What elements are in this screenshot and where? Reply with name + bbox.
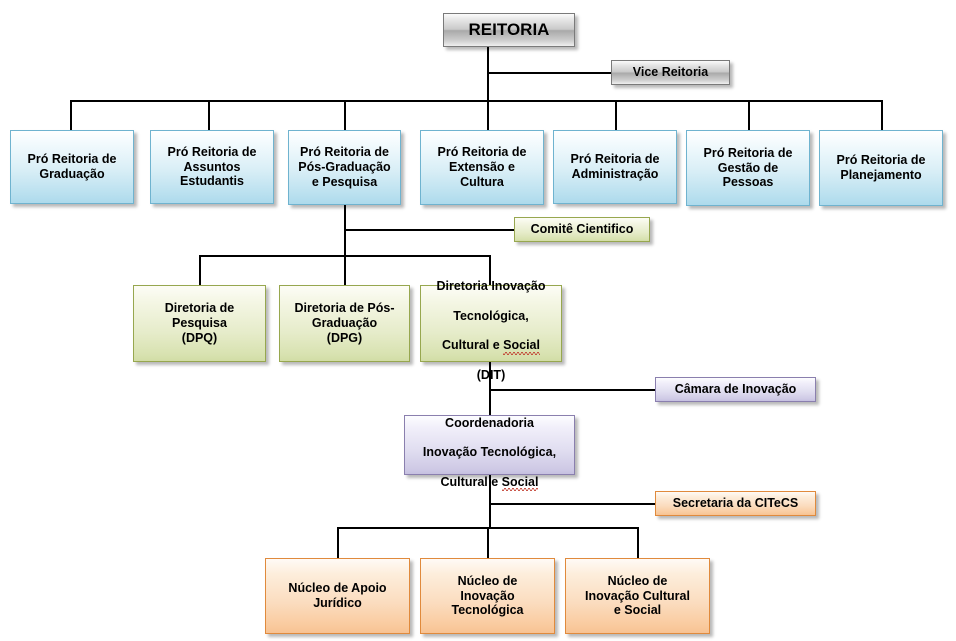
connector-comite [344, 229, 514, 231]
connector-camara [489, 389, 655, 391]
node-nucleo-inovacao-cultural-social[interactable]: Núcleo de Inovação Cultural e Social [565, 558, 710, 634]
node-reitoria[interactable]: REITORIA [443, 13, 575, 47]
connector-drop-gestao [748, 100, 750, 130]
node-nucleo-inovacao-tecnologica-label: Núcleo de Inovação Tecnológica [451, 573, 524, 618]
node-pro-reitoria-pos-graduacao-pesquisa-label: Pró Reitoria de Pós-Graduação e Pesquisa [298, 145, 391, 189]
node-pro-reitoria-extensao-cultura[interactable]: Pró Reitoria de Extensão e Cultura [420, 130, 544, 205]
node-nucleo-apoio-juridico-label: Núcleo de Apoio Jurídico [288, 581, 387, 610]
connector-drop-dpg [344, 255, 346, 285]
node-pro-reitoria-graduacao[interactable]: Pró Reitoria de Graduação [10, 130, 134, 204]
dit-misspelled-word: Social [503, 338, 540, 355]
connector-pos-stem [344, 205, 346, 285]
node-nucleo-inovacao-tecnologica[interactable]: Núcleo de Inovação Tecnológica [420, 558, 555, 634]
node-comite-cientifico-label: Comitê Cientifico [530, 222, 634, 237]
node-vice-reitoria[interactable]: Vice Reitoria [611, 60, 730, 85]
node-diretoria-inovacao-tecnologica-label: Diretoria Inovação Tecnológica, Cultural… [421, 265, 561, 383]
node-pro-reitoria-planejamento-label: Pró Reitoria de Planejamento [836, 153, 926, 182]
node-comite-cientifico[interactable]: Comitê Cientifico [514, 217, 650, 242]
connector-pro-reitoria-bus [70, 100, 882, 102]
node-nucleo-apoio-juridico[interactable]: Núcleo de Apoio Jurídico [265, 558, 410, 634]
coord-line-1: Coordenadoria [445, 415, 534, 430]
node-pro-reitoria-gestao-pessoas[interactable]: Pró Reitoria de Gestão de Pessoas [686, 130, 810, 206]
coord-line-2: Inovação Tecnológica, [422, 445, 557, 459]
node-pro-reitoria-assuntos-estudantis[interactable]: Pró Reitoria de Assuntos Estudantis [150, 130, 274, 204]
connector-drop-pos [344, 100, 346, 130]
coord-line-3: Cultural e [440, 474, 502, 489]
node-reitoria-label: REITORIA [468, 19, 550, 39]
node-pro-reitoria-administracao[interactable]: Pró Reitoria de Administração [553, 130, 677, 204]
node-diretoria-pos-graduacao[interactable]: Diretoria de Pós- Graduação (DPG) [279, 285, 410, 362]
dit-line-3: Cultural e [442, 338, 504, 353]
connector-dit-stem [489, 362, 491, 415]
node-diretoria-pos-graduacao-label: Diretoria de Pós- Graduação (DPG) [294, 301, 395, 345]
node-pro-reitoria-assuntos-estudantis-label: Pró Reitoria de Assuntos Estudantis [167, 144, 257, 189]
connector-drop-dpq [199, 255, 201, 285]
connector-drop-assuntos [208, 100, 210, 130]
node-camara-inovacao-label: Câmara de Inovação [674, 382, 797, 397]
node-secretaria-citecs-label: Secretaria da CITeCS [672, 496, 799, 511]
node-coordenadoria-citecs[interactable]: Coordenadoria Inovação Tecnológica, Cult… [404, 415, 575, 491]
node-vice-reitoria-label: Vice Reitoria [632, 65, 709, 80]
connector-coordenadoria-stem [489, 475, 491, 528]
node-pro-reitoria-administracao-label: Pró Reitoria de Administração [570, 152, 660, 181]
connector-drop-planejamento [881, 100, 883, 130]
node-pro-reitoria-gestao-pessoas-label: Pró Reitoria de Gestão de Pessoas [703, 145, 793, 190]
connector-drop-graduacao [70, 100, 72, 130]
dit-line-4: (DIT) [476, 367, 506, 382]
node-diretoria-inovacao-tecnologica[interactable]: Diretoria Inovação Tecnológica, Cultural… [420, 279, 562, 382]
connector-vice-reitoria [487, 72, 611, 74]
node-coordenadoria-citecs-label: Coordenadoria Inovação Tecnológica, Cult… [405, 401, 574, 491]
node-pro-reitoria-planejamento[interactable]: Pró Reitoria de Planejamento [819, 130, 943, 206]
node-pro-reitoria-graduacao-label: Pró Reitoria de Graduação [27, 152, 117, 181]
node-camara-inovacao[interactable]: Câmara de Inovação [655, 377, 816, 402]
connector-drop-dit [489, 255, 491, 285]
connector-secretaria [489, 503, 655, 505]
node-diretoria-pesquisa-label: Diretoria de Pesquisa (DPQ) [164, 301, 235, 345]
dit-line-1: Diretoria Inovação [436, 279, 546, 294]
node-diretoria-pesquisa[interactable]: Diretoria de Pesquisa (DPQ) [133, 285, 266, 362]
node-pro-reitoria-extensao-cultura-label: Pró Reitoria de Extensão e Cultura [437, 145, 527, 189]
coord-misspelled-word: Social [501, 474, 539, 491]
connector-drop-nucleo-tecnologica [487, 527, 489, 558]
connector-drop-nucleo-cultural [637, 527, 639, 558]
node-nucleo-inovacao-cultural-social-label: Núcleo de Inovação Cultural e Social [585, 573, 690, 618]
connector-drop-nucleo-juridico [337, 527, 339, 558]
connector-drop-extensao [487, 100, 489, 130]
dit-line-2: Tecnológica, [453, 308, 529, 323]
node-secretaria-citecs[interactable]: Secretaria da CITeCS [655, 491, 816, 516]
connector-drop-administracao [615, 100, 617, 130]
node-pro-reitoria-pos-graduacao-pesquisa[interactable]: Pró Reitoria de Pós-Graduação e Pesquisa [288, 130, 401, 205]
